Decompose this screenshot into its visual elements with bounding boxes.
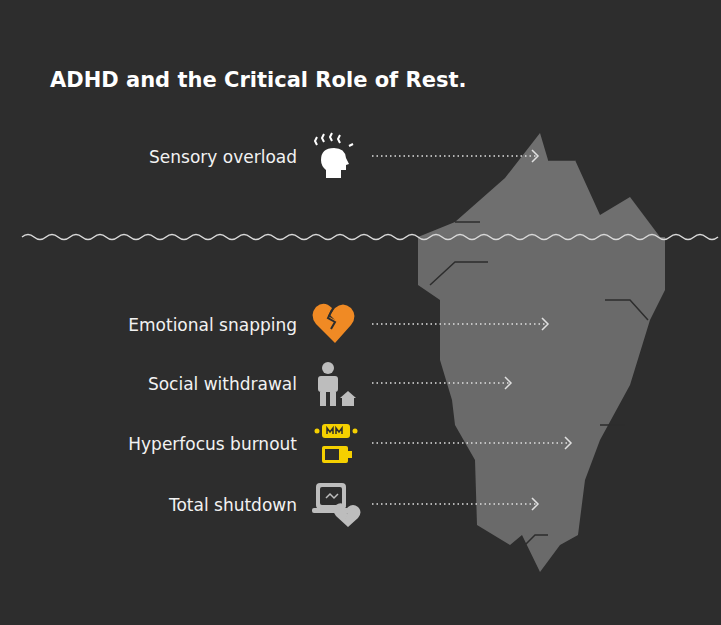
- pointer-lines: [372, 150, 571, 510]
- iceberg-cracks: [430, 160, 648, 545]
- water-line: [22, 235, 718, 240]
- shutdown-icon: [312, 483, 361, 527]
- iceberg-tip: [418, 133, 660, 237]
- iceberg-label: Hyperfocus burnout: [128, 434, 297, 454]
- iceberg-label: Sensory overload: [149, 147, 297, 167]
- iceberg-label: Emotional snapping: [128, 315, 297, 335]
- broken-heart-icon: [313, 304, 355, 343]
- diagram-title: ADHD and the Critical Role of Rest.: [50, 68, 467, 92]
- iceberg-label: Social withdrawal: [148, 374, 297, 394]
- heart-crack: [328, 310, 335, 329]
- withdrawal-icon: [318, 362, 356, 406]
- iceberg-label: Total shutdown: [169, 495, 297, 515]
- iceberg-underwater: [418, 237, 665, 572]
- head-icon: [315, 133, 353, 178]
- battery-icon: [315, 424, 358, 463]
